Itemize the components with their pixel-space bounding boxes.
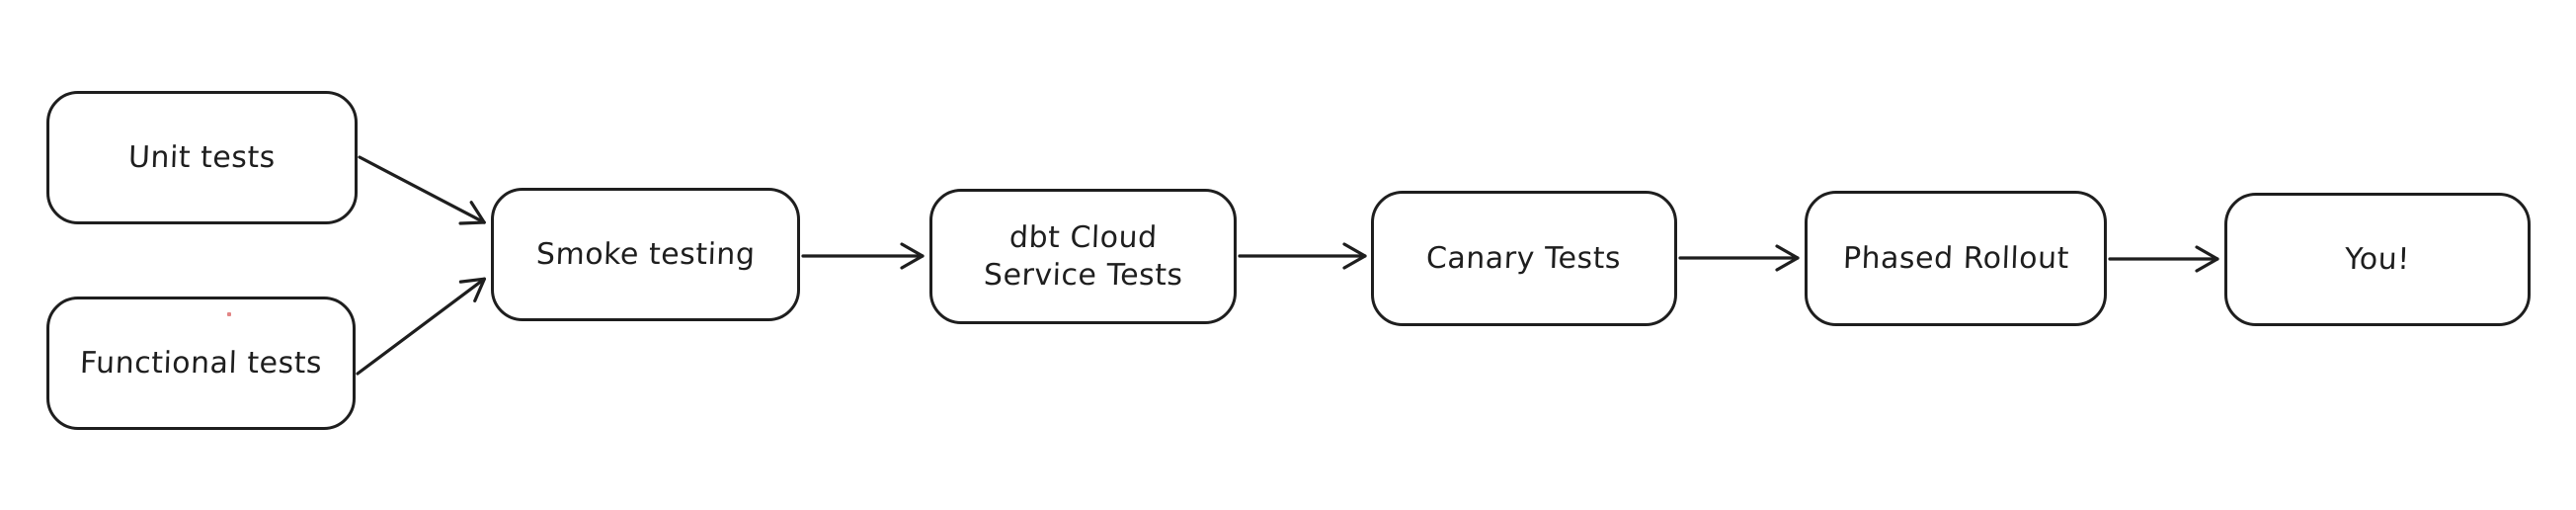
- node-you[interactable]: You!: [2224, 193, 2531, 326]
- node-smoke-testing[interactable]: Smoke testing: [491, 188, 800, 321]
- node-phased-rollout[interactable]: Phased Rollout: [1805, 191, 2107, 326]
- node-label: Functional tests: [79, 345, 323, 381]
- node-functional-tests[interactable]: Functional tests: [46, 297, 356, 430]
- node-label: You!: [2344, 241, 2411, 277]
- node-label: dbt Cloud: [1008, 219, 1158, 255]
- edge-functional-tests-to-smoke-testing[interactable]: [356, 277, 486, 376]
- edge-unit-tests-to-smoke-testing[interactable]: [358, 155, 486, 225]
- node-label: Service Tests: [983, 257, 1183, 293]
- stray-red-dot: [227, 312, 231, 316]
- node-label: Unit tests: [127, 139, 277, 175]
- node-canary-tests[interactable]: Canary Tests: [1371, 191, 1677, 326]
- node-label: Phased Rollout: [1842, 240, 2070, 276]
- node-label: Smoke testing: [535, 236, 756, 272]
- node-unit-tests[interactable]: Unit tests: [46, 91, 358, 224]
- node-label: Canary Tests: [1425, 240, 1623, 276]
